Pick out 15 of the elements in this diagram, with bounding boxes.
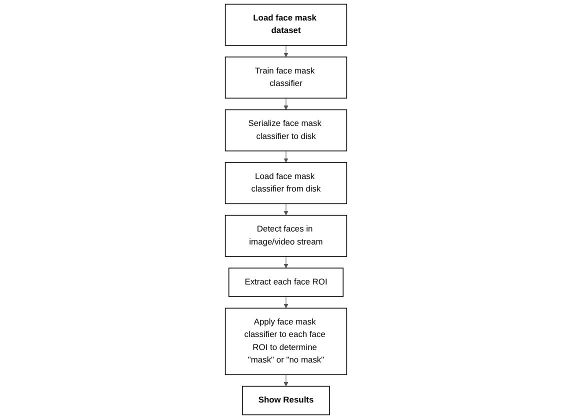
node-box: Detect faces in image/video stream [224, 214, 348, 257]
node-box: Serialize face mask classifier to disk [224, 109, 348, 152]
arrow [284, 374, 288, 386]
arrow [284, 98, 288, 110]
node-box: Show Results [242, 386, 330, 416]
node-box: Extract each face ROI [228, 268, 344, 297]
node-box: Apply face mask classifier to each face ROI to determine "mask" or "no mask" [224, 308, 348, 376]
node-box: Load face mask dataset [224, 4, 348, 46]
arrow [284, 296, 288, 308]
arrow [284, 45, 288, 58]
arrow [284, 203, 288, 216]
node-box: Train face mask classifier [224, 56, 348, 99]
arrow [284, 150, 288, 163]
arrow [284, 256, 288, 268]
node-box: Load face mask classifier from disk [224, 162, 348, 204]
